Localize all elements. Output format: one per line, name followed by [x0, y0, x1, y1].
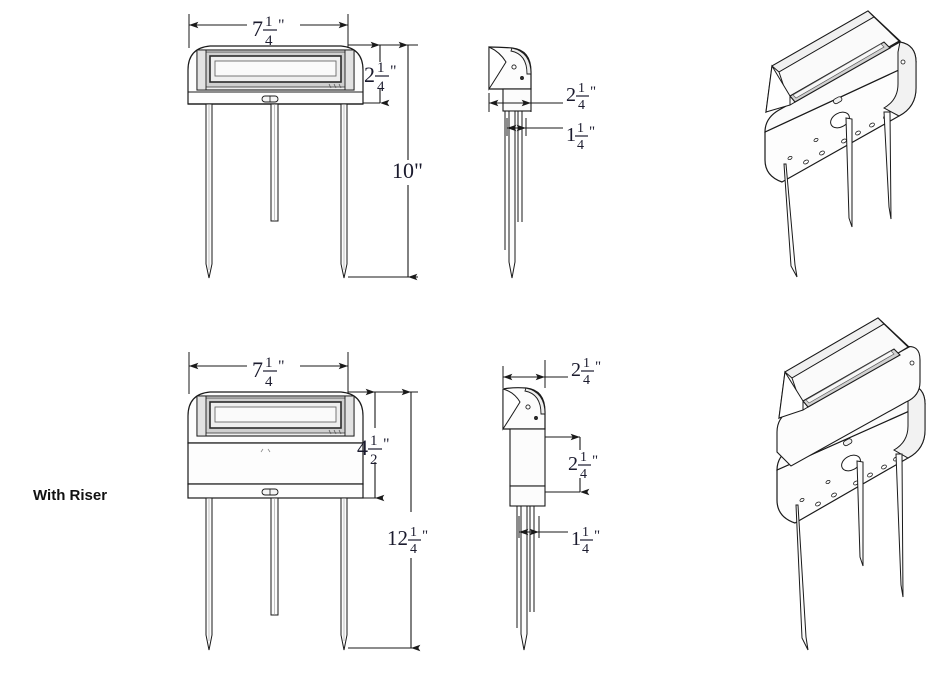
svg-text:1: 1 [265, 355, 273, 371]
dim-label-width: 7 1 4 " [252, 355, 285, 390]
latch-detail [261, 95, 279, 103]
iso-stakes [795, 453, 904, 651]
front-elevation-riser: 7 1 4 " 4 1 2 " 12 1 4 " [187, 352, 428, 652]
svg-text:": " [589, 124, 595, 140]
dim-label-riser-height: 2 1 4 " [568, 450, 598, 482]
svg-text:": " [592, 453, 598, 469]
dim-label-head-height: 2 1 4 " [364, 60, 397, 95]
isometric-riser [776, 317, 926, 651]
side-stakes [504, 110, 523, 279]
svg-text:4: 4 [580, 467, 587, 482]
dim-label-side-depth: 2 1 4 " [566, 81, 596, 113]
svg-text:2: 2 [364, 62, 375, 87]
row-with-riser: With Riser [33, 317, 926, 652]
ground-stakes [205, 497, 348, 651]
dim-label-side-depth: 2 1 4 " [571, 356, 601, 388]
riser-body [187, 442, 364, 499]
dim-label-side-stake: 1 1 4 " [566, 121, 595, 153]
svg-text:1: 1 [566, 124, 576, 146]
dim-label-overall-height: 12 1 4 " [387, 525, 428, 557]
dim-label-width: 7 1 4 " [252, 14, 285, 49]
lens-assembly [196, 49, 355, 91]
svg-text:4: 4 [583, 373, 590, 388]
svg-text:1: 1 [370, 433, 378, 449]
svg-text:7: 7 [252, 16, 263, 41]
svg-text:1: 1 [578, 81, 585, 96]
lens-assembly [196, 395, 355, 437]
stake-left [205, 103, 213, 279]
latch-detail [261, 488, 279, 496]
svg-text:": " [590, 84, 596, 100]
front-elevation-standard: 7 1 4 " 2 1 4 " 10" [187, 14, 423, 281]
side-stakes [516, 505, 535, 651]
svg-text:": " [278, 17, 285, 34]
stake-center [270, 103, 279, 222]
svg-text:": " [422, 528, 428, 544]
svg-text:": " [278, 358, 285, 375]
svg-text:2: 2 [370, 452, 378, 468]
svg-text:7: 7 [252, 357, 263, 382]
svg-text:1: 1 [410, 525, 417, 540]
with-riser-label: With Riser [33, 487, 107, 504]
svg-text:1: 1 [577, 121, 584, 136]
latch-iso [843, 438, 853, 447]
svg-text:4: 4 [265, 374, 273, 390]
svg-text:4: 4 [410, 542, 417, 557]
svg-text:2: 2 [571, 359, 581, 381]
svg-text:1: 1 [377, 60, 385, 76]
stake-right [340, 497, 348, 651]
isometric-standard [764, 10, 917, 278]
stake-center [270, 497, 279, 616]
svg-text:4: 4 [265, 33, 273, 49]
svg-text:10": 10" [392, 158, 423, 183]
iso-stakes [783, 111, 892, 278]
stake-right [340, 103, 348, 279]
dim-label-side-stake: 1 1 4 " [571, 525, 600, 557]
side-body-profile [488, 46, 532, 112]
vent-holes [787, 114, 889, 165]
svg-text:": " [390, 63, 397, 80]
dim-label-overall-height: 10" [392, 158, 423, 183]
svg-text:12: 12 [387, 526, 408, 550]
svg-text:1: 1 [582, 525, 589, 540]
svg-text:2: 2 [568, 453, 578, 475]
svg-text:4: 4 [582, 542, 589, 557]
svg-text:": " [595, 359, 601, 375]
svg-text:1: 1 [571, 528, 581, 550]
side-elevation-standard: 2 1 4 " 1 1 4 " [488, 46, 596, 279]
ground-stakes [205, 103, 348, 279]
svg-text:1: 1 [583, 356, 590, 371]
svg-text:4: 4 [578, 98, 585, 113]
svg-text:4: 4 [377, 79, 385, 95]
latch-iso [833, 96, 843, 105]
riser-marks [260, 448, 271, 453]
svg-text:4: 4 [357, 435, 368, 460]
svg-text:1: 1 [265, 14, 273, 30]
side-elevation-riser: 2 1 4 " 2 1 4 " 1 1 4 " [502, 356, 601, 651]
svg-text:": " [383, 436, 390, 453]
dim-label-body-height: 4 1 2 " [357, 433, 390, 468]
row-standard: 7 1 4 " 2 1 4 " 10" [187, 10, 917, 281]
svg-text:": " [594, 528, 600, 544]
stake-left [205, 497, 213, 651]
svg-text:2: 2 [566, 84, 576, 106]
svg-text:1: 1 [580, 450, 587, 465]
svg-text:4: 4 [577, 138, 584, 153]
